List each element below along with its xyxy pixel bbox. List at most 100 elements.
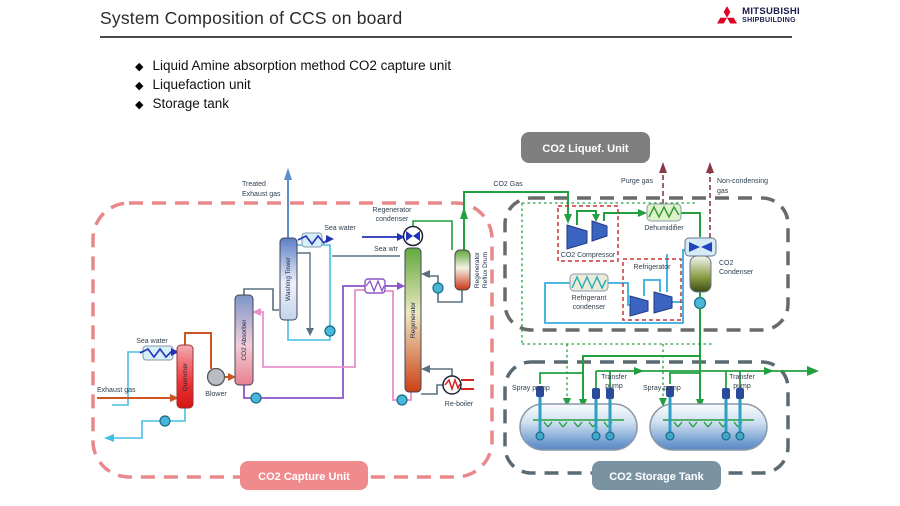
absorber-offgas-line bbox=[243, 288, 279, 311]
arrow-down-icon bbox=[306, 328, 314, 336]
treated-exhaust-label: Treated bbox=[242, 181, 266, 188]
sea-water-supply-line bbox=[112, 351, 143, 406]
co2-liquefaction-unit-border bbox=[503, 196, 790, 332]
co2-gas-line bbox=[463, 191, 569, 250]
hx-coil-icon bbox=[365, 279, 385, 293]
sea-water-label: Sea wtr bbox=[374, 246, 398, 253]
condenser-bowtie-icon bbox=[413, 231, 420, 241]
arrow-right-icon bbox=[397, 233, 405, 241]
reboiler-feed-line bbox=[421, 384, 443, 395]
storage-unit-tag-label: CO2 Storage Tank bbox=[609, 471, 704, 483]
arrow-right-icon bbox=[171, 348, 179, 356]
dehumidifier-coil-icon bbox=[648, 205, 680, 219]
refrigerant-condenser-label: condenser bbox=[573, 304, 606, 311]
arrow-right-icon bbox=[638, 209, 647, 217]
regenerator-reflux-drum bbox=[454, 249, 471, 291]
pump-icon bbox=[324, 325, 336, 337]
arrow-left-icon bbox=[421, 365, 430, 373]
arrow-right-icon bbox=[397, 282, 405, 290]
co2-compressor-box bbox=[557, 205, 619, 262]
steam-line bbox=[461, 379, 474, 390]
bullet-item: ◆ Liquid Amine absorption method CO2 cap… bbox=[135, 58, 451, 73]
storage-unit-tag bbox=[592, 461, 721, 490]
co2-condenser-label: CO2 bbox=[719, 260, 734, 267]
transfer-pump-label: Transfer bbox=[729, 374, 755, 381]
regenerator-condenser-label: Regenerator bbox=[373, 207, 413, 214]
non-condensing-gas-label: Non-condensing bbox=[717, 178, 768, 185]
cooler-coil-icon bbox=[139, 347, 173, 359]
arrow-up-icon bbox=[659, 162, 667, 173]
condenser-to-drum-line bbox=[412, 220, 453, 250]
purge-gas-label: Purge gas bbox=[621, 178, 653, 185]
co2-condenser-body bbox=[689, 255, 712, 293]
washing-tower-column bbox=[279, 237, 298, 321]
arrow-down-icon bbox=[564, 214, 572, 224]
bullet-text: Liquefaction unit bbox=[152, 77, 251, 92]
capture-unit-tag bbox=[240, 461, 368, 490]
page-title: System Composition of CCS on board bbox=[100, 8, 403, 28]
washing-tower-label: Washing Tower bbox=[285, 256, 292, 301]
sea-water-label: Sea water bbox=[324, 225, 356, 232]
co2-condenser-label: Condenser bbox=[719, 269, 754, 276]
compressor-stage-icon bbox=[629, 295, 649, 317]
refrigerator-label: Refrigerator bbox=[634, 264, 672, 271]
treated-exhaust-label: Exhaust gas bbox=[242, 191, 281, 198]
reboiler-return-line bbox=[426, 368, 453, 376]
compressor-stage-icon bbox=[591, 220, 608, 242]
exhaust-gas-label: Exhaust gas bbox=[97, 387, 136, 394]
bullet-list: ◆ Liquid Amine absorption method CO2 cap… bbox=[135, 58, 451, 115]
reflux-drum-label: Regenerator bbox=[474, 251, 481, 288]
inline-pumps bbox=[159, 282, 707, 427]
rich-amine-line bbox=[243, 285, 365, 399]
quencher-label: Quencher bbox=[182, 362, 189, 391]
blower bbox=[206, 367, 226, 387]
arrow-down-icon bbox=[563, 398, 571, 407]
pump-suction-balls bbox=[535, 431, 745, 441]
diamond-bullet-icon: ◆ bbox=[135, 61, 144, 73]
arrow-up-icon bbox=[706, 162, 714, 173]
quench-water-line bbox=[110, 408, 186, 439]
pump-icon bbox=[396, 394, 408, 406]
compressor-stage-icon bbox=[566, 224, 588, 250]
pump-shafts bbox=[538, 397, 742, 434]
spray-pump-label: Spray pump bbox=[643, 385, 681, 392]
pump-icon bbox=[693, 296, 707, 310]
dehumidifier-label: Dehumidifier bbox=[644, 225, 684, 232]
arrow-right-icon bbox=[807, 366, 819, 376]
liquefaction-unit-tag-label: CO2 Liquef. Unit bbox=[542, 143, 629, 155]
condenser-bowtie-icon bbox=[689, 242, 700, 252]
reboiler bbox=[442, 375, 462, 395]
arrow-left-icon bbox=[252, 308, 261, 316]
quencher-column bbox=[176, 344, 194, 409]
dry-co2-line bbox=[681, 212, 701, 237]
refrigerant-loop-lines bbox=[544, 249, 685, 324]
refrigerator-box bbox=[622, 258, 682, 321]
lean-amine-line bbox=[383, 290, 412, 401]
pump-icon bbox=[159, 415, 171, 427]
company-logo: MITSUBISHI SHIPBUILDING bbox=[716, 6, 800, 25]
logo-line1: MITSUBISHI bbox=[742, 6, 800, 18]
blower-label: Blower bbox=[205, 391, 227, 398]
arrow-right-icon bbox=[634, 367, 644, 375]
reflux-drum-label: Reflux Drum bbox=[482, 252, 489, 288]
capture-unit-tag-label: CO2 Capture Unit bbox=[258, 471, 350, 483]
refrigerant-condenser-label: Refrigerant bbox=[572, 295, 607, 302]
quencher-outlet-line bbox=[184, 332, 212, 369]
transfer-pump-label: Transfer bbox=[601, 374, 627, 381]
transfer-pump-label: pump bbox=[733, 383, 751, 390]
reboiler-label: Re-boiler bbox=[445, 401, 474, 408]
tank-pumps bbox=[535, 386, 745, 441]
compressor-stage-icon bbox=[653, 291, 673, 314]
bullet-item: ◆ Liquefaction unit bbox=[135, 77, 451, 92]
co2-compressor-label: CO2 Compressor bbox=[561, 252, 616, 259]
bullet-text: Liquid Amine absorption method CO2 captu… bbox=[152, 58, 452, 73]
compressed-co2-line bbox=[603, 212, 640, 221]
arrow-right-icon bbox=[764, 367, 774, 375]
co2-gas-label: CO2 Gas bbox=[493, 181, 523, 188]
arrow-left-icon bbox=[104, 434, 114, 442]
arrow-up-icon bbox=[284, 168, 292, 180]
bullet-item: ◆ Storage tank bbox=[135, 96, 451, 111]
lean-amine-line bbox=[257, 289, 367, 368]
condenser-coil-icon bbox=[571, 275, 607, 290]
